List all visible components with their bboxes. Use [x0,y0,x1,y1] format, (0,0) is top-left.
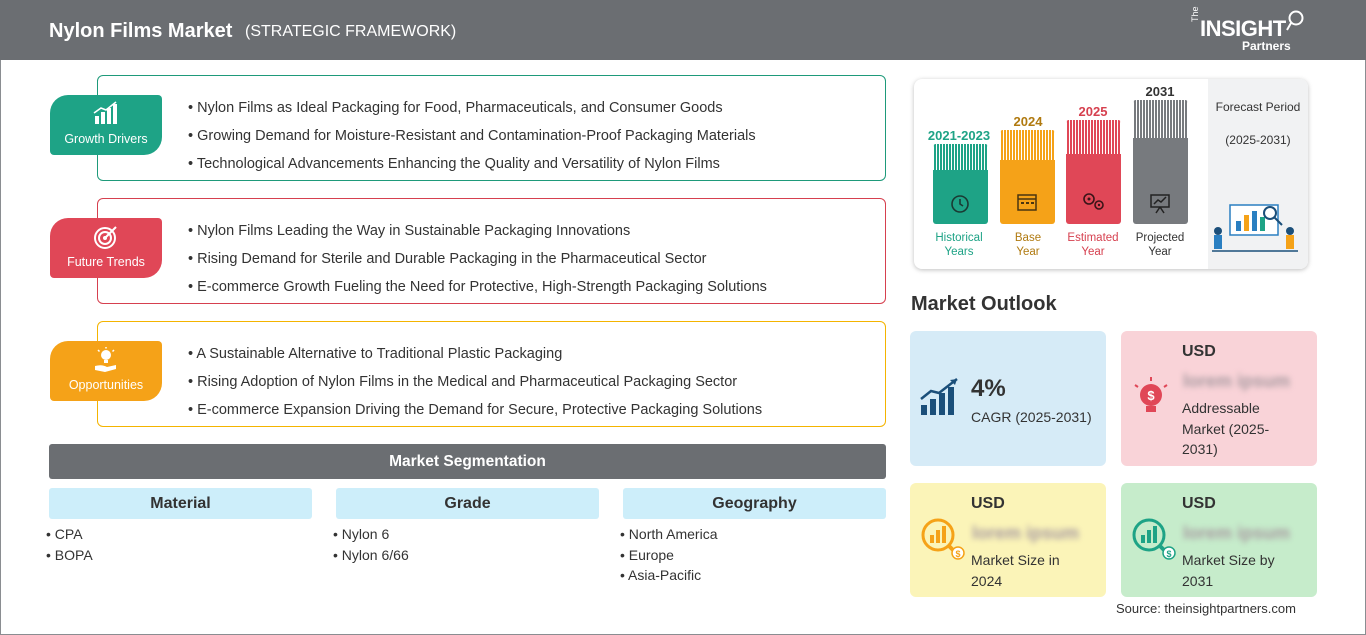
addressable-value: lorem ipsum [1183,371,1291,391]
geography-list: North America Europe Asia-Pacific [620,524,718,586]
cagr-card: 4% CAGR (2025-2031) [910,331,1106,466]
size-2031-value: lorem ipsum [1183,523,1291,543]
forecast-period-title: Forecast Period [1215,100,1301,114]
geography-item: Asia-Pacific [620,565,718,586]
calendar-icon [1017,194,1037,211]
future-trend-item: Nylon Films Leading the Way in Sustainab… [188,217,767,245]
geography-item: North America [620,524,718,545]
opportunities-card: A Sustainable Alternative to Traditional… [97,321,886,427]
future-trends-badge: Future Trends [50,218,162,278]
segment-material-header: Material [49,488,312,519]
timeline-year-estimated: 2025 [1078,104,1108,119]
geography-item: Europe [620,545,718,566]
presentation-icon [1150,194,1170,214]
logo-mark-icon [1286,10,1304,31]
future-trend-item: Rising Demand for Sterile and Durable Pa… [188,245,767,273]
insight-partners-logo[interactable]: The INSIGHT Partners [1190,6,1310,54]
source-link[interactable]: Source: theinsightpartners.com [1116,601,1296,616]
target-icon [94,226,117,249]
logo-the-text: The [1190,6,1200,22]
addressable-currency: USD [1182,343,1216,360]
future-trend-item: E-commerce Growth Fueling the Need for P… [188,273,767,301]
material-list: CPA BOPA [46,524,93,565]
segment-grade-header: Grade [336,488,599,519]
lightbulb-hand-icon [95,347,116,372]
opportunities-label: Opportunities [68,378,144,392]
size-2024-value: lorem ipsum [972,523,1080,543]
timeline-year-historical: 2021-2023 [927,128,991,143]
svg-text:$: $ [1147,388,1155,403]
size-2031-label: Market Size by 2031 [1182,552,1275,589]
future-trends-label: Future Trends [67,255,145,269]
opportunity-item: A Sustainable Alternative to Traditional… [188,340,762,368]
timeline-year-projected: 2031 [1145,84,1175,99]
market-size-2024-card: USD lorem ipsum Market Size in 2024 $ [910,483,1106,597]
page-subtitle: (STRATEGIC FRAMEWORK) [245,23,457,40]
gears-icon [1083,193,1104,210]
svg-text:$: $ [955,549,960,559]
growth-driver-item: Nylon Films as Ideal Packaging for Food,… [188,94,756,122]
header-bar: Nylon Films Market (STRATEGIC FRAMEWORK)… [0,0,1366,60]
opportunity-item: E-commerce Expansion Driving the Demand … [188,396,762,424]
growth-drivers-card: Nylon Films as Ideal Packaging for Food,… [97,75,886,181]
material-item: BOPA [46,545,93,566]
timeline-bar-historical [933,144,988,224]
history-icon [951,195,969,213]
timeline-year-base: 2024 [1013,114,1043,129]
future-trends-card: Nylon Films Leading the Way in Sustainab… [97,198,886,304]
timeline-bar-estimated [1066,120,1121,224]
opportunities-badge: Opportunities [50,341,162,401]
timeline-bar-projected [1133,100,1188,224]
addressable-market-card: USD lorem ipsum Addressable Market (2025… [1121,331,1317,466]
grade-item: Nylon 6 [333,524,409,545]
page-title: Nylon Films Market [49,20,233,42]
cagr-value: 4% [971,375,1006,402]
growth-drivers-badge: Growth Drivers [50,95,162,155]
market-outlook-title: Market Outlook [911,293,1057,315]
grade-list: Nylon 6 Nylon 6/66 [333,524,409,565]
growth-drivers-label: Growth Drivers [64,132,148,146]
opportunity-item: Rising Adoption of Nylon Films in the Me… [188,368,762,396]
grade-item: Nylon 6/66 [333,545,409,566]
material-item: CPA [46,524,93,545]
svg-text:$: $ [1166,549,1171,559]
size-2024-label: Market Size in 2024 [971,552,1060,589]
timeline-bar-base [1000,130,1055,224]
growth-chart-icon [93,101,117,124]
cagr-label: CAGR (2025-2031) [971,409,1092,425]
growth-driver-item: Growing Demand for Moisture-Resistant an… [188,122,756,150]
magnifier-chart-icon: $ [921,518,965,560]
analytics-team-icon [1212,204,1298,252]
growth-chart-icon [920,378,958,415]
market-size-2031-card: USD lorem ipsum Market Size by 2031 $ [1121,483,1317,597]
growth-driver-item: Technological Advancements Enhancing the… [188,150,756,178]
dollar-bulb-icon: $ [1134,377,1168,412]
segment-geography-header: Geography [623,488,886,519]
size-2024-currency: USD [971,495,1005,512]
forecast-period-range: (2025-2031) [1225,133,1291,147]
logo-insight-text: INSIGHT [1200,16,1286,41]
size-2031-currency: USD [1182,495,1216,512]
logo-partners-text: Partners [1242,39,1291,53]
magnifier-chart-icon: $ [1132,518,1176,560]
market-segmentation-header: Market Segmentation [49,444,886,479]
addressable-label: Addressable Market (2025-2031) [1182,400,1270,457]
